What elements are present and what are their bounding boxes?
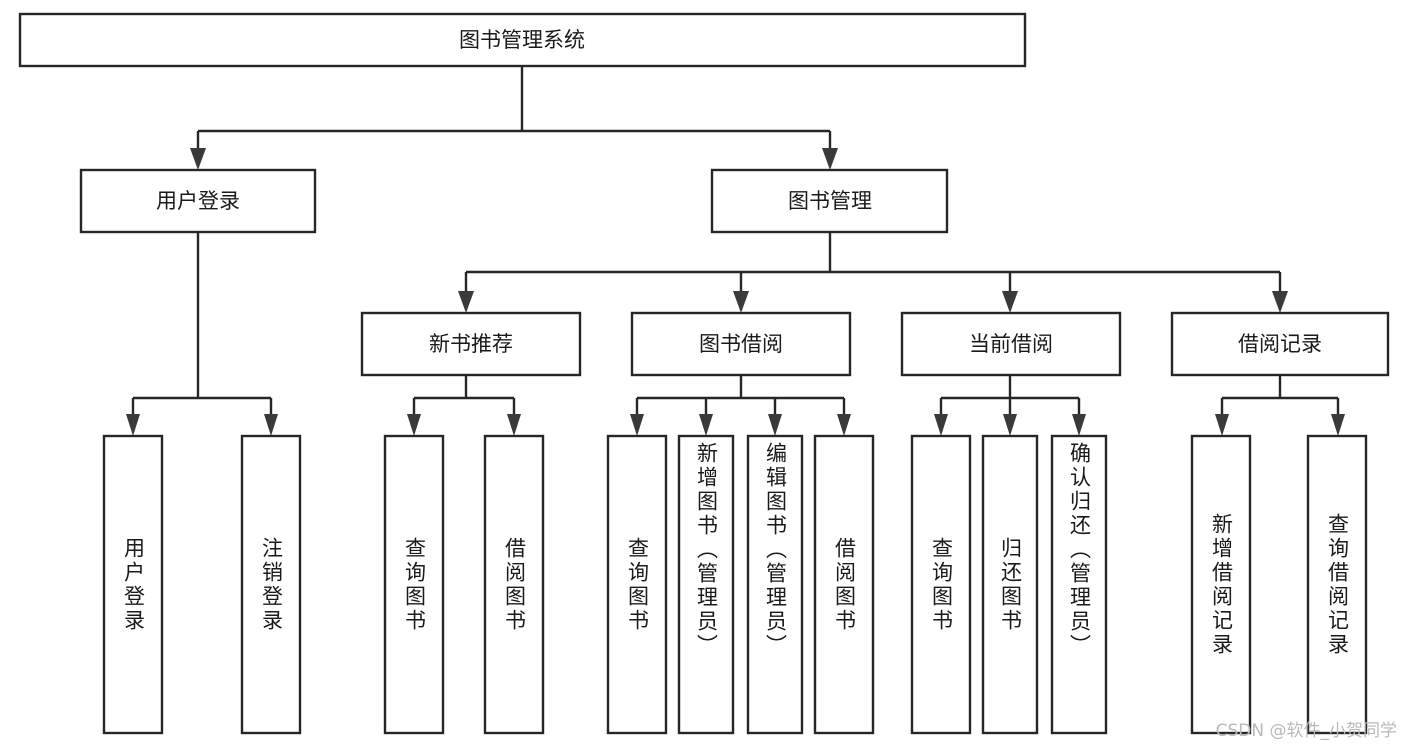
arrowhead-book-borrow: [733, 291, 749, 313]
arrowhead-leaf-book-borrow-4: [837, 414, 851, 436]
connector-group: [126, 66, 1345, 436]
node-book-borrow[interactable]: 图书借阅: [630, 311, 852, 377]
leaf-box-user-login-1[interactable]: [102, 434, 164, 735]
node-user-login-label: 用户登录: [156, 189, 240, 213]
leaf-box-current-borrow-1[interactable]: [910, 434, 972, 735]
node-root[interactable]: 图书管理系统: [18, 12, 1027, 68]
arrowhead-user-login: [190, 148, 206, 170]
arrowhead-leaf-book-borrow-2: [699, 414, 713, 436]
node-current-borrow[interactable]: 当前借阅: [900, 311, 1122, 377]
leaf-box-book-borrow-4[interactable]: [813, 434, 875, 735]
node-book-manage-label: 图书管理: [788, 189, 872, 213]
node-root-box: [18, 12, 1027, 68]
arrowhead-book-manage: [822, 148, 838, 170]
node-borrow-record-box: [1170, 311, 1390, 377]
node-book-borrow-label: 图书借阅: [699, 332, 783, 356]
arrowhead-leaf-user-login-1: [126, 414, 140, 436]
arrowhead-borrow-record: [1272, 291, 1288, 313]
arrowhead-leaf-current-borrow-1: [934, 414, 948, 436]
node-borrow-record[interactable]: 借阅记录: [1170, 311, 1390, 377]
arrowhead-leaf-borrow-record-2: [1331, 414, 1345, 436]
node-book-manage[interactable]: 图书管理: [710, 168, 949, 234]
node-new-book-box: [360, 311, 582, 377]
arrowhead-leaf-new-book-1: [407, 414, 421, 436]
arrowhead-leaf-book-borrow-1: [630, 414, 644, 436]
leaf-box-new-book-2[interactable]: [483, 434, 545, 735]
arrowhead-current-borrow: [1002, 291, 1018, 313]
node-book-borrow-box: [630, 311, 852, 377]
arrowhead-leaf-current-borrow-2: [1003, 414, 1017, 436]
arrowhead-leaf-current-borrow-3: [1072, 414, 1086, 436]
leaf-box-user-login-2[interactable]: [240, 434, 302, 735]
leaf-boxes-group: [102, 434, 1368, 735]
node-user-login-box: [79, 168, 317, 234]
arrowhead-leaf-book-borrow-3: [768, 414, 782, 436]
leaf-box-current-borrow-3[interactable]: [1050, 434, 1108, 735]
node-root-label: 图书管理系统: [459, 28, 585, 52]
leaf-box-book-borrow-3[interactable]: [746, 434, 804, 735]
arrowhead-leaf-user-login-2: [264, 414, 278, 436]
leaf-box-borrow-record-1[interactable]: [1190, 434, 1252, 735]
node-new-book[interactable]: 新书推荐: [360, 311, 582, 377]
node-borrow-record-label: 借阅记录: [1238, 332, 1322, 356]
node-book-manage-box: [710, 168, 949, 234]
arrowhead-leaf-new-book-2: [507, 414, 521, 436]
node-current-borrow-label: 当前借阅: [969, 332, 1053, 356]
arrowhead-new-book: [458, 291, 474, 313]
leaf-box-current-borrow-2[interactable]: [981, 434, 1039, 735]
node-new-book-label: 新书推荐: [429, 332, 513, 356]
leaf-box-new-book-1[interactable]: [383, 434, 445, 735]
arrowhead-leaf-borrow-record-1: [1215, 414, 1229, 436]
node-user-login[interactable]: 用户登录: [79, 168, 317, 234]
leaf-box-book-borrow-2[interactable]: [677, 434, 735, 735]
node-current-borrow-box: [900, 311, 1122, 377]
leaf-box-book-borrow-1[interactable]: [606, 434, 668, 735]
leaf-box-borrow-record-2[interactable]: [1306, 434, 1368, 735]
